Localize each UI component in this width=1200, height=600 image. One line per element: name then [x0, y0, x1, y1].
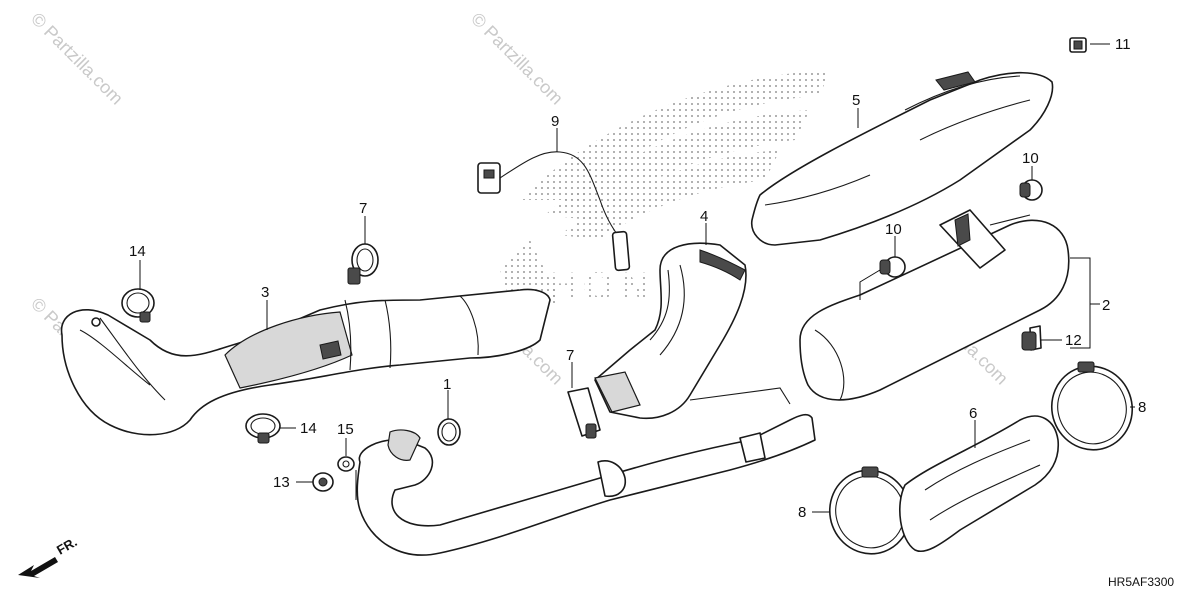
callout-4: 4 — [700, 208, 708, 225]
front-pipe-cover[interactable] — [60, 288, 551, 436]
lower-heat-cover[interactable] — [899, 415, 1060, 552]
clamp-7-lower[interactable] — [567, 387, 601, 439]
plug-12[interactable] — [1021, 331, 1037, 351]
gasket-1[interactable] — [437, 418, 461, 446]
callout-labels: 1 2 3 4 5 6 7 7 8 8 9 10 10 11 12 13 14 … — [129, 36, 1146, 521]
muffler-heat-shield[interactable] — [750, 71, 1054, 246]
callout-7-upper: 7 — [359, 200, 367, 217]
callout-13: 13 — [273, 474, 290, 491]
callout-8-right: 8 — [1138, 399, 1146, 416]
callout-1: 1 — [443, 376, 451, 393]
callout-2: 2 — [1102, 297, 1110, 314]
band-8-right[interactable] — [1040, 355, 1144, 461]
callout-15: 15 — [337, 421, 354, 438]
callout-6: 6 — [969, 405, 977, 422]
front-arrow-icon — [18, 557, 58, 578]
callout-8-left: 8 — [798, 504, 806, 521]
callout-3: 3 — [261, 284, 269, 301]
muffler[interactable] — [799, 209, 1070, 401]
callout-7-lower: 7 — [566, 347, 574, 364]
exhaust-pipe[interactable] — [356, 387, 816, 556]
callout-14-lower: 14 — [300, 420, 317, 437]
clamp-14-upper[interactable] — [121, 288, 155, 323]
oxygen-sensor[interactable] — [477, 151, 631, 272]
clamp-14-lower[interactable] — [245, 413, 281, 444]
watermark-2: © Partzilla.com — [467, 9, 567, 109]
callout-10-upper: 10 — [1022, 150, 1039, 167]
callout-11: 11 — [1115, 36, 1131, 53]
washer-15[interactable] — [337, 456, 355, 472]
grommet-10-lower[interactable] — [879, 256, 906, 278]
callout-10-lower: 10 — [885, 221, 902, 238]
bolt-11[interactable] — [1069, 37, 1087, 53]
leader-lines — [139, 43, 1135, 513]
diagram-code: HR5AF3300 — [1108, 575, 1174, 589]
front-direction-indicator: FR. — [18, 534, 80, 578]
callout-9: 9 — [551, 113, 559, 130]
nut-13[interactable] — [312, 472, 334, 492]
front-label: FR. — [54, 534, 80, 557]
callout-12: 12 — [1065, 332, 1082, 349]
watermark-1: © Partzilla.com — [27, 9, 127, 109]
callout-5: 5 — [852, 92, 860, 109]
center-pipe-cover[interactable] — [594, 242, 747, 420]
grommet-10-upper[interactable] — [1019, 179, 1043, 201]
callout-14-upper: 14 — [129, 243, 146, 260]
clamp-7-upper[interactable] — [347, 243, 379, 285]
